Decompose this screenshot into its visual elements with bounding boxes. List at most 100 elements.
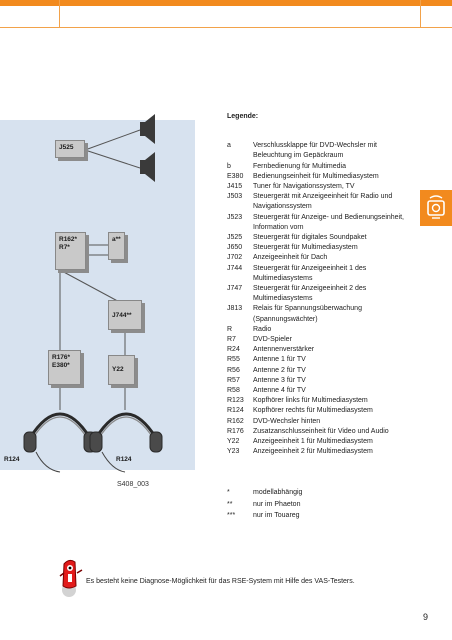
legend-code: a: [227, 142, 231, 150]
legend-description: Steuergerät mit Anzeigeeinheit für Radio…: [253, 193, 393, 211]
legend-item: R176 Zusatzanschlusseinheit für Video und…: [227, 427, 417, 437]
legend-code: J503: [227, 193, 243, 201]
legend-code: J523: [227, 213, 243, 221]
footnote-list: *modellabhängig**nur im Phaeton***nur im…: [227, 487, 302, 522]
footnotes: *modellabhängig**nur im Phaeton***nur im…: [227, 487, 302, 522]
legend-description: Antenne 2 für TV: [253, 366, 306, 374]
footnote-text: nur im Phaeton: [253, 500, 301, 508]
legend-code: J415: [227, 183, 243, 191]
legend-code: J525: [227, 234, 243, 242]
legend-description: Antenne 4 für TV: [253, 387, 306, 395]
multimedia-icon: [427, 195, 445, 219]
legend-code: J744: [227, 264, 243, 272]
module-r162-r7: R162* R7*: [55, 232, 86, 270]
module-a-label: a**: [112, 236, 121, 243]
module-y22-label: Y22: [112, 366, 124, 373]
diagram-wiring: [23, 114, 163, 473]
legend-item: J813 Relais für Spannungsüberwachung (Spa…: [227, 304, 417, 324]
legend-description: Steuergerät für digitales Soundpaket: [253, 234, 367, 242]
legend-code: R7: [227, 336, 236, 344]
legend-item: Y22 Anzeigeeinheit 1 für Multimediasystem: [227, 437, 417, 447]
legend-description: Steuergerät für Anzeigeeinheit 1 des Mul…: [253, 264, 367, 282]
legend-code: J813: [227, 305, 243, 313]
figure-caption: S408_003: [117, 481, 149, 488]
footnote-item: * modellabhängig: [227, 487, 302, 499]
legend-code: J702: [227, 254, 243, 262]
legend-description: Steuergerät für Anzeige- und Bedienungse…: [253, 213, 404, 231]
legend-code: R124: [227, 407, 244, 415]
legend-item: J744 Steuergerät für Anzeigeeinheit 1 des…: [227, 264, 417, 284]
legend-code: E380: [227, 172, 244, 180]
footnote-mark: ***: [227, 512, 236, 519]
legend-description: Verschlussklappe für DVD-Wechsler mit Be…: [253, 142, 377, 160]
legend-code: R162: [227, 417, 244, 425]
module-a: a**: [108, 232, 125, 260]
legend-description: Antenne 3 für TV: [253, 376, 306, 384]
legend-description: Steuergerät für Multimediasystem: [253, 244, 358, 252]
legend-code: R56: [227, 366, 240, 374]
footnote-item: **nur im Phaeton: [227, 499, 302, 511]
legend-item: R57 Antenne 3 für TV: [227, 376, 417, 386]
legend: Legende: a Verschlussklappe für DVD-Wechs…: [227, 112, 417, 458]
tip-text: Es besteht keine Diagnose-Möglichkeit fü…: [86, 578, 355, 585]
legend-description: Kopfhörer links für Multimediasystem: [253, 397, 368, 405]
legend-code: J650: [227, 244, 243, 252]
legend-item: J525 Steuergerät für digitales Soundpaket: [227, 233, 417, 243]
headphone-right-label: R124: [116, 456, 132, 463]
module-y22: Y22: [108, 355, 135, 385]
legend-description: Fernbedienung für Multimedia: [253, 162, 346, 170]
header-divider-right: [420, 0, 421, 28]
chapter-tab: [420, 190, 452, 226]
module-j744: J744**: [108, 300, 142, 330]
legend-description: Zusatzanschlusseinheit für Video und Aud…: [253, 427, 389, 435]
headphones-icon: [89, 412, 163, 473]
module-j744-label: J744**: [112, 312, 132, 319]
footnote-text: modellabhängig: [253, 489, 303, 496]
legend-description: Anzeigeeinheit für Dach: [253, 254, 328, 262]
legend-item: R58 Antenne 4 für TV: [227, 386, 417, 396]
legend-code: R55: [227, 356, 240, 364]
headphones-icon: [23, 412, 97, 473]
module-r176-e380: R176* E380*: [48, 350, 81, 385]
module-j525-label: J525: [59, 144, 74, 151]
legend-code: R176: [227, 427, 244, 435]
footnote-mark: *: [227, 489, 230, 496]
module-r7-label: R7*: [59, 244, 70, 252]
legend-description: Radio: [253, 325, 272, 333]
legend-code: R57: [227, 376, 240, 384]
legend-code: Y23: [227, 448, 240, 456]
module-e380-label: E380*: [52, 362, 70, 370]
legend-item: J523 Steuergerät für Anzeige- und Bedienu…: [227, 213, 417, 233]
legend-item: a Verschlussklappe für DVD-Wechsler mit B…: [227, 141, 417, 161]
legend-code: R123: [227, 397, 244, 405]
legend-item: b Fernbedienung für Multimedia: [227, 162, 417, 172]
legend-description: DVD-Wechsler hinten: [253, 417, 321, 425]
legend-description: Steuergerät für Anzeigeeinheit 2 des Mul…: [253, 285, 367, 303]
module-j525: J525: [55, 140, 85, 158]
legend-code: b: [227, 162, 231, 170]
header-accent-bar: [0, 0, 452, 6]
legend-item: R123 Kopfhörer links für Multimediasystem: [227, 396, 417, 406]
diagram-background: [0, 120, 195, 470]
legend-title: Legende:: [227, 113, 259, 120]
legend-description: Kopfhörer rechts für Multimediasystem: [253, 407, 373, 415]
legend-code: Y22: [227, 438, 240, 446]
headphone-left-label: R124: [4, 456, 20, 463]
legend-item: J650 Steuergerät für Multimediasystem: [227, 243, 417, 253]
header-divider-left: [59, 0, 60, 28]
legend-description: Relais für Spannungsüberwachung (Spannun…: [253, 305, 362, 323]
footnote-item: ***nur im Touareg: [227, 510, 302, 522]
info-figure-icon: [59, 559, 83, 597]
legend-code: R58: [227, 387, 240, 395]
legend-description: Bedienungseinheit für Multimediasystem: [253, 172, 379, 180]
rse-system-diagram: J525 R162* R7* a** J744** R176* E380* Y2…: [0, 100, 215, 510]
page-number: 9: [423, 612, 429, 622]
legend-item: E380 Bedienungseinheit für Multimediasyst…: [227, 172, 417, 182]
legend-description: Anzeigeeinheit 1 für Multimediasystem: [253, 438, 373, 446]
